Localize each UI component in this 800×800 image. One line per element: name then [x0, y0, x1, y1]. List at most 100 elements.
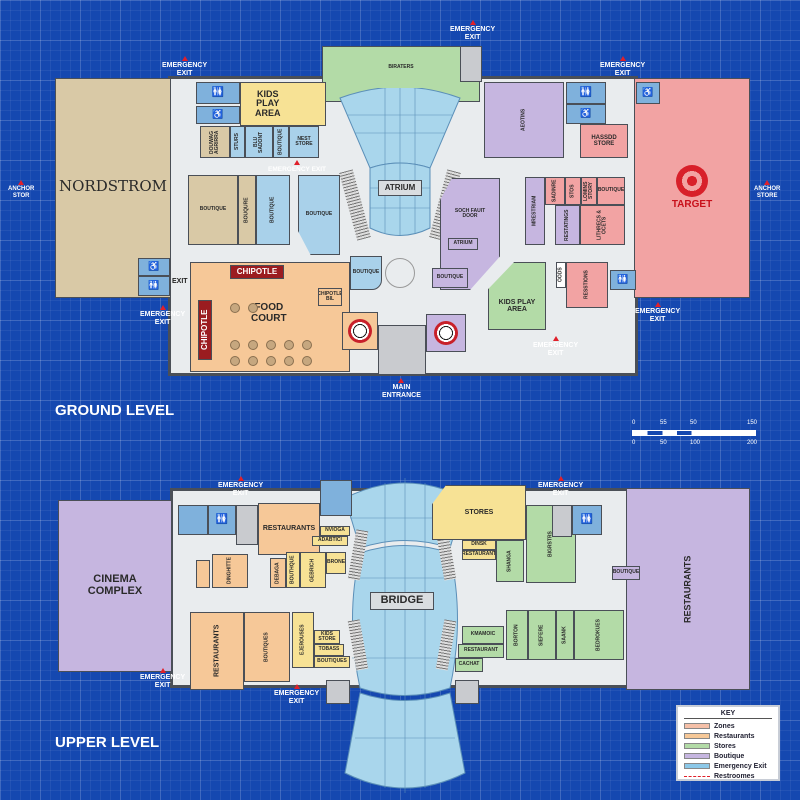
store-label: BLU SADONT	[252, 131, 264, 153]
store-label: LOMINS STORY	[582, 181, 594, 201]
shop-brone[interactable]: BRONE	[326, 552, 346, 574]
store-boutique-blue[interactable]: BOUTIQUE	[256, 175, 290, 245]
emergency-exit: EMERGENCY EXIT	[533, 336, 578, 357]
store-boutique-right[interactable]: BOUTIQUE	[432, 268, 468, 288]
restaurants-right[interactable]: RESTAURANTS	[626, 488, 750, 690]
bridge-label-box: BRIDGE	[370, 592, 434, 610]
biraters-label: BIRATERS	[388, 64, 414, 70]
panda-express-right[interactable]	[426, 314, 466, 352]
store-mrestriam[interactable]: MRESTRIAM	[525, 177, 545, 245]
panda-express[interactable]	[342, 312, 378, 350]
shop-bedrokues[interactable]: BEDROKUES	[574, 610, 624, 660]
store-aeotins[interactable]: AEOTINS	[484, 82, 564, 158]
store-atrium[interactable]: ATRIUM	[448, 238, 478, 250]
elevator[interactable]	[326, 680, 350, 704]
store-label: ATRIUM	[453, 240, 473, 247]
store-douwag[interactable]: DOUWAG AGRIRRA	[200, 126, 230, 158]
shop-bise[interactable]	[196, 560, 210, 588]
scale-tick: 0	[632, 440, 636, 446]
store-resstions[interactable]: RESSTIONS	[566, 262, 608, 308]
store-label: BOUTHQUE	[289, 555, 296, 585]
store-label: AEOTINS	[520, 108, 527, 132]
chipotle-bil[interactable]: CHIPOTLE BIL	[318, 288, 342, 306]
shop-adabtici[interactable]: ADABTICI	[312, 536, 348, 546]
target-store[interactable]: TARGET	[634, 78, 750, 298]
stores-label: STORES	[464, 508, 494, 516]
accessible-restroom-nordstrom: ♿	[138, 258, 170, 276]
panda-logo-icon	[434, 321, 458, 345]
chipotle-left[interactable]: CHIPOTLE	[198, 300, 212, 360]
fountain	[385, 258, 415, 288]
main-entrance-vestibule[interactable]	[378, 325, 426, 375]
nordstrom-label: NORDSTROM	[59, 177, 167, 195]
shop-restaurant-lower[interactable]: RESTAURANT	[458, 644, 504, 658]
store-boutique-left[interactable]: BOUTIQUE	[188, 175, 238, 245]
kids-play-area-ground[interactable]: KIDS PLAY AREA	[240, 82, 326, 126]
shop-dinghitte[interactable]: DINGHITTE	[212, 554, 248, 588]
store-label: KMAMOIC	[470, 631, 496, 638]
shop-boutiques[interactable]: BOUTIQUES	[244, 612, 290, 682]
shop-boutiques-yellow[interactable]: BOUTIQUES	[314, 656, 350, 668]
panda-logo-icon	[348, 319, 372, 343]
restaurants-upper[interactable]: RESTAURANTS	[258, 503, 320, 555]
shop-cachat[interactable]: CACHAT	[455, 658, 483, 672]
stores-upper[interactable]: STORES	[432, 485, 526, 540]
target-label: TARGET	[671, 199, 713, 211]
shop-siefere[interactable]: SIEFERE	[528, 610, 556, 660]
store-label: DOUWAG AGRIRRA	[208, 130, 220, 154]
store-lithrecs[interactable]: LITHRECS & OCETS	[580, 205, 625, 245]
store-label: BOUTIQUE	[269, 196, 276, 224]
store-label: BOUTIQUE	[436, 274, 464, 281]
shop-debaga[interactable]: DEBAGA	[270, 558, 286, 588]
store-bouqure[interactable]: BOUQURE	[238, 175, 256, 245]
food-court[interactable]: FOOD COURT	[190, 262, 350, 372]
store-label: BORTON	[513, 624, 520, 646]
table	[284, 356, 294, 366]
restaurants-label: RESTAURANTS	[682, 555, 693, 623]
chipotle-top[interactable]: CHIPOTLE	[230, 265, 284, 279]
cinema-complex[interactable]: CINEMA COMPLEX	[58, 500, 172, 672]
store-label: BOUTIQUE	[597, 187, 625, 194]
store-label: NEST STORE	[295, 135, 313, 147]
shop-gebrich[interactable]: GEBRICH	[300, 552, 326, 588]
store-lomins[interactable]: LOMINS STORY	[581, 177, 597, 205]
shop-boutique-upper[interactable]: BOUTIQUE	[612, 566, 640, 580]
store-label: RESTAURANT	[463, 647, 499, 654]
store-hassdd[interactable]: HASSDD STORE	[580, 124, 628, 158]
shop-ejerouses[interactable]: EJEROUSES	[292, 612, 314, 668]
store-sturs[interactable]: STURS	[230, 126, 245, 158]
shop-borton[interactable]: BORTON	[506, 610, 528, 660]
anchor-store-left-label: ANCHOR STOR	[8, 180, 34, 199]
store-sadinre[interactable]: SADINRE	[545, 177, 565, 205]
store-boutique[interactable]: BOUTIQUE	[273, 126, 289, 158]
elevator[interactable]	[455, 680, 479, 704]
shop-restaurant[interactable]: RESTAURANT	[462, 550, 496, 560]
store-label: STURS	[233, 133, 240, 151]
store-blue-lower[interactable]: BOUTIQUE	[350, 256, 382, 290]
shop-kmamoic[interactable]: KMAMOIC	[462, 626, 504, 644]
shop-shanga[interactable]: SHANGA	[496, 540, 524, 582]
store-boutique-pink[interactable]: BOUTIQUE	[597, 177, 625, 205]
store-oods[interactable]: OODS	[556, 262, 566, 288]
stores-swatch	[684, 743, 710, 749]
store-label: SIEFERE	[538, 624, 545, 646]
shop-saank[interactable]: SAANK	[556, 610, 574, 660]
shop-kids-store[interactable]: KIDS STORE	[314, 630, 340, 644]
restrooms-lower-right: 🚻	[610, 270, 636, 290]
store-restatings[interactable]: RESTATINGS	[555, 205, 580, 245]
store-nest[interactable]: NEST STORE	[289, 126, 319, 158]
nordstrom-store[interactable]: NORDSTROM	[55, 78, 171, 298]
store-blu-sadont[interactable]: BLU SADONT	[245, 126, 273, 158]
restaurants-lower[interactable]: RESTAURANTS	[190, 612, 244, 690]
shop-bouthque[interactable]: BOUTHQUE	[286, 552, 300, 588]
store-stos[interactable]: STOS	[565, 177, 581, 205]
kids-play-area-ground-right[interactable]: KIDS PLAY AREA	[488, 262, 546, 330]
store-label: RESTAURANT	[462, 551, 496, 558]
shop-dinsk[interactable]: DINSK	[462, 540, 496, 550]
shop-tobass[interactable]: TOBASS	[314, 644, 344, 656]
store-cluster-blue[interactable]: BOUTIQUE	[298, 175, 340, 255]
store-label: BOUTIQUE	[277, 128, 284, 156]
target-logo-icon	[676, 165, 708, 198]
store-label: BOUTIQUE	[199, 206, 227, 213]
shop-nvioga[interactable]: NVIOGA	[320, 526, 350, 536]
